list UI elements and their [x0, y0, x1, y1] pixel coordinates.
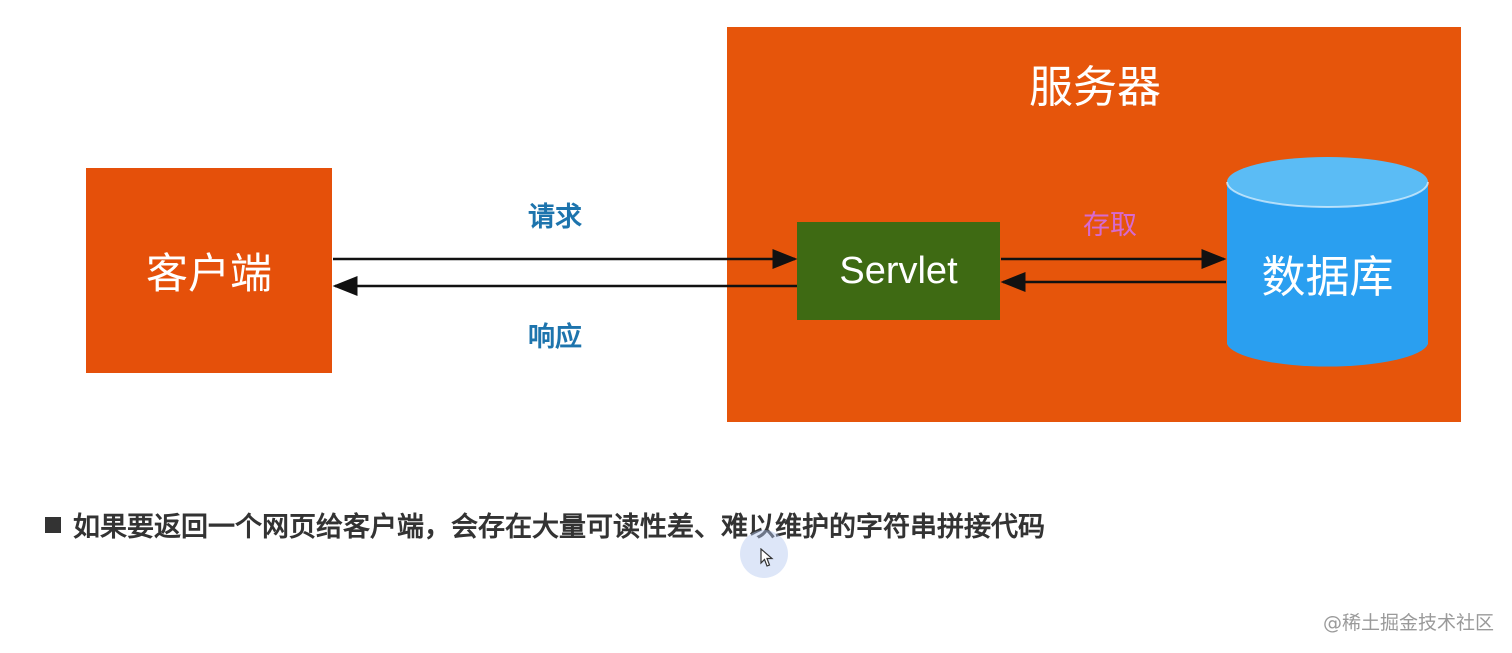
- pointer-icon: [760, 548, 774, 567]
- cursor-highlight: [740, 530, 788, 578]
- servlet-label: Servlet: [839, 249, 958, 292]
- server-title: 服务器: [1029, 62, 1161, 113]
- request-label: 请求: [528, 202, 582, 233]
- note-text: 如果要返回一个网页给客户端，会存在大量可读性差、难以维护的字符串拼接代码: [73, 512, 1045, 543]
- database-cylinder: [1226, 157, 1429, 367]
- servlet-box: Servlet: [797, 222, 1000, 320]
- note-bullet: 如果要返回一个网页给客户端，会存在大量可读性差、难以维护的字符串拼接代码: [45, 505, 1045, 544]
- client-box: 客户端: [86, 168, 332, 373]
- database-label: 数据库: [1261, 252, 1394, 303]
- client-label: 客户端: [145, 249, 272, 298]
- bullet-square-icon: [45, 516, 61, 533]
- response-label: 响应: [528, 322, 582, 353]
- watermark: @稀土掘金技术社区: [1322, 612, 1494, 634]
- access-label: 存取: [1083, 210, 1137, 241]
